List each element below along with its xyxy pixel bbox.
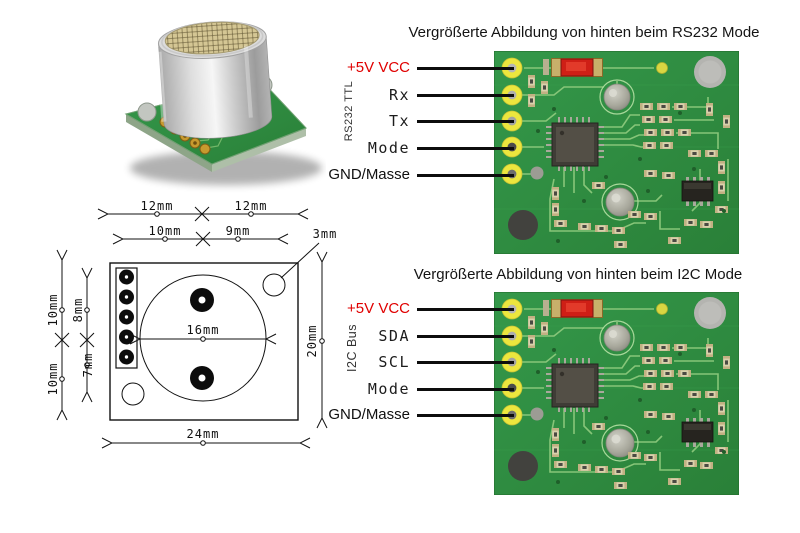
pin-line-vcc-i2c (417, 308, 514, 311)
pin-label-gnd-i2c: GND/Masse (328, 406, 410, 423)
dim-12mm-right: 12mm (235, 199, 268, 213)
rs232-title: Vergrößerte Abbildung von hinten beim RS… (408, 24, 760, 41)
sensor-pads (190, 288, 214, 390)
hole-top-right (262, 273, 286, 297)
pin-label-tx: Tx (388, 112, 410, 130)
pin-label-sda: SDA (378, 327, 410, 345)
pin-line-sda (417, 335, 514, 338)
pin-header-outline (115, 267, 138, 369)
pin-label-gnd-rs232: GND/Masse (328, 166, 410, 183)
pin-line-mode-rs232 (417, 147, 514, 150)
sensor-mesh (164, 21, 260, 55)
pin-label-mode-rs232: Mode (367, 139, 410, 157)
pin-line-gnd-i2c (417, 414, 514, 417)
dim-12mm-left: 12mm (141, 199, 174, 213)
pin-line-vcc-rs232 (417, 67, 514, 70)
dim-24mm: 24mm (187, 427, 220, 441)
dim-9mm: 9mm (226, 224, 251, 238)
pin-line-mode-i2c (417, 388, 514, 391)
screw-pad-left (137, 102, 157, 122)
sensor-photo (124, 21, 322, 185)
pin-line-scl (417, 361, 514, 364)
pin-line-tx (417, 120, 514, 123)
pin-label-vcc-rs232: +5V VCC (347, 59, 410, 76)
dim-16mm: 16mm (187, 323, 220, 337)
pcb-photo-rs232 (494, 51, 739, 254)
pin-label-mode-i2c: Mode (367, 380, 410, 398)
pin-label-scl: SCL (378, 353, 410, 371)
dim-7mm: 7mm (81, 353, 95, 378)
pin-line-rx (417, 94, 514, 97)
dimension-drawing: 12mm 12mm 10mm 9mm 3mm 16mm 24mm 20mm 10… (46, 199, 338, 470)
dim-left-10mm-top: 10mm (46, 294, 60, 327)
pin-label-rx: Rx (388, 86, 410, 104)
dim-3mm: 3mm (313, 227, 338, 241)
dim-left-10mm-bottom: 10mm (46, 363, 60, 396)
hole-bottom-left (121, 382, 145, 406)
dim-20mm: 20mm (305, 325, 319, 358)
dim-8mm: 8mm (71, 298, 85, 323)
dim-10mm-top: 10mm (149, 224, 182, 238)
photo-shadow (130, 151, 322, 185)
pcb-photo-i2c (494, 292, 739, 495)
pin-label-vcc-i2c: +5V VCC (347, 300, 410, 317)
sensor-can (156, 21, 273, 139)
pin-line-gnd-rs232 (417, 174, 514, 177)
i2c-title: Vergrößerte Abbildung von hinten beim I2… (413, 266, 743, 283)
